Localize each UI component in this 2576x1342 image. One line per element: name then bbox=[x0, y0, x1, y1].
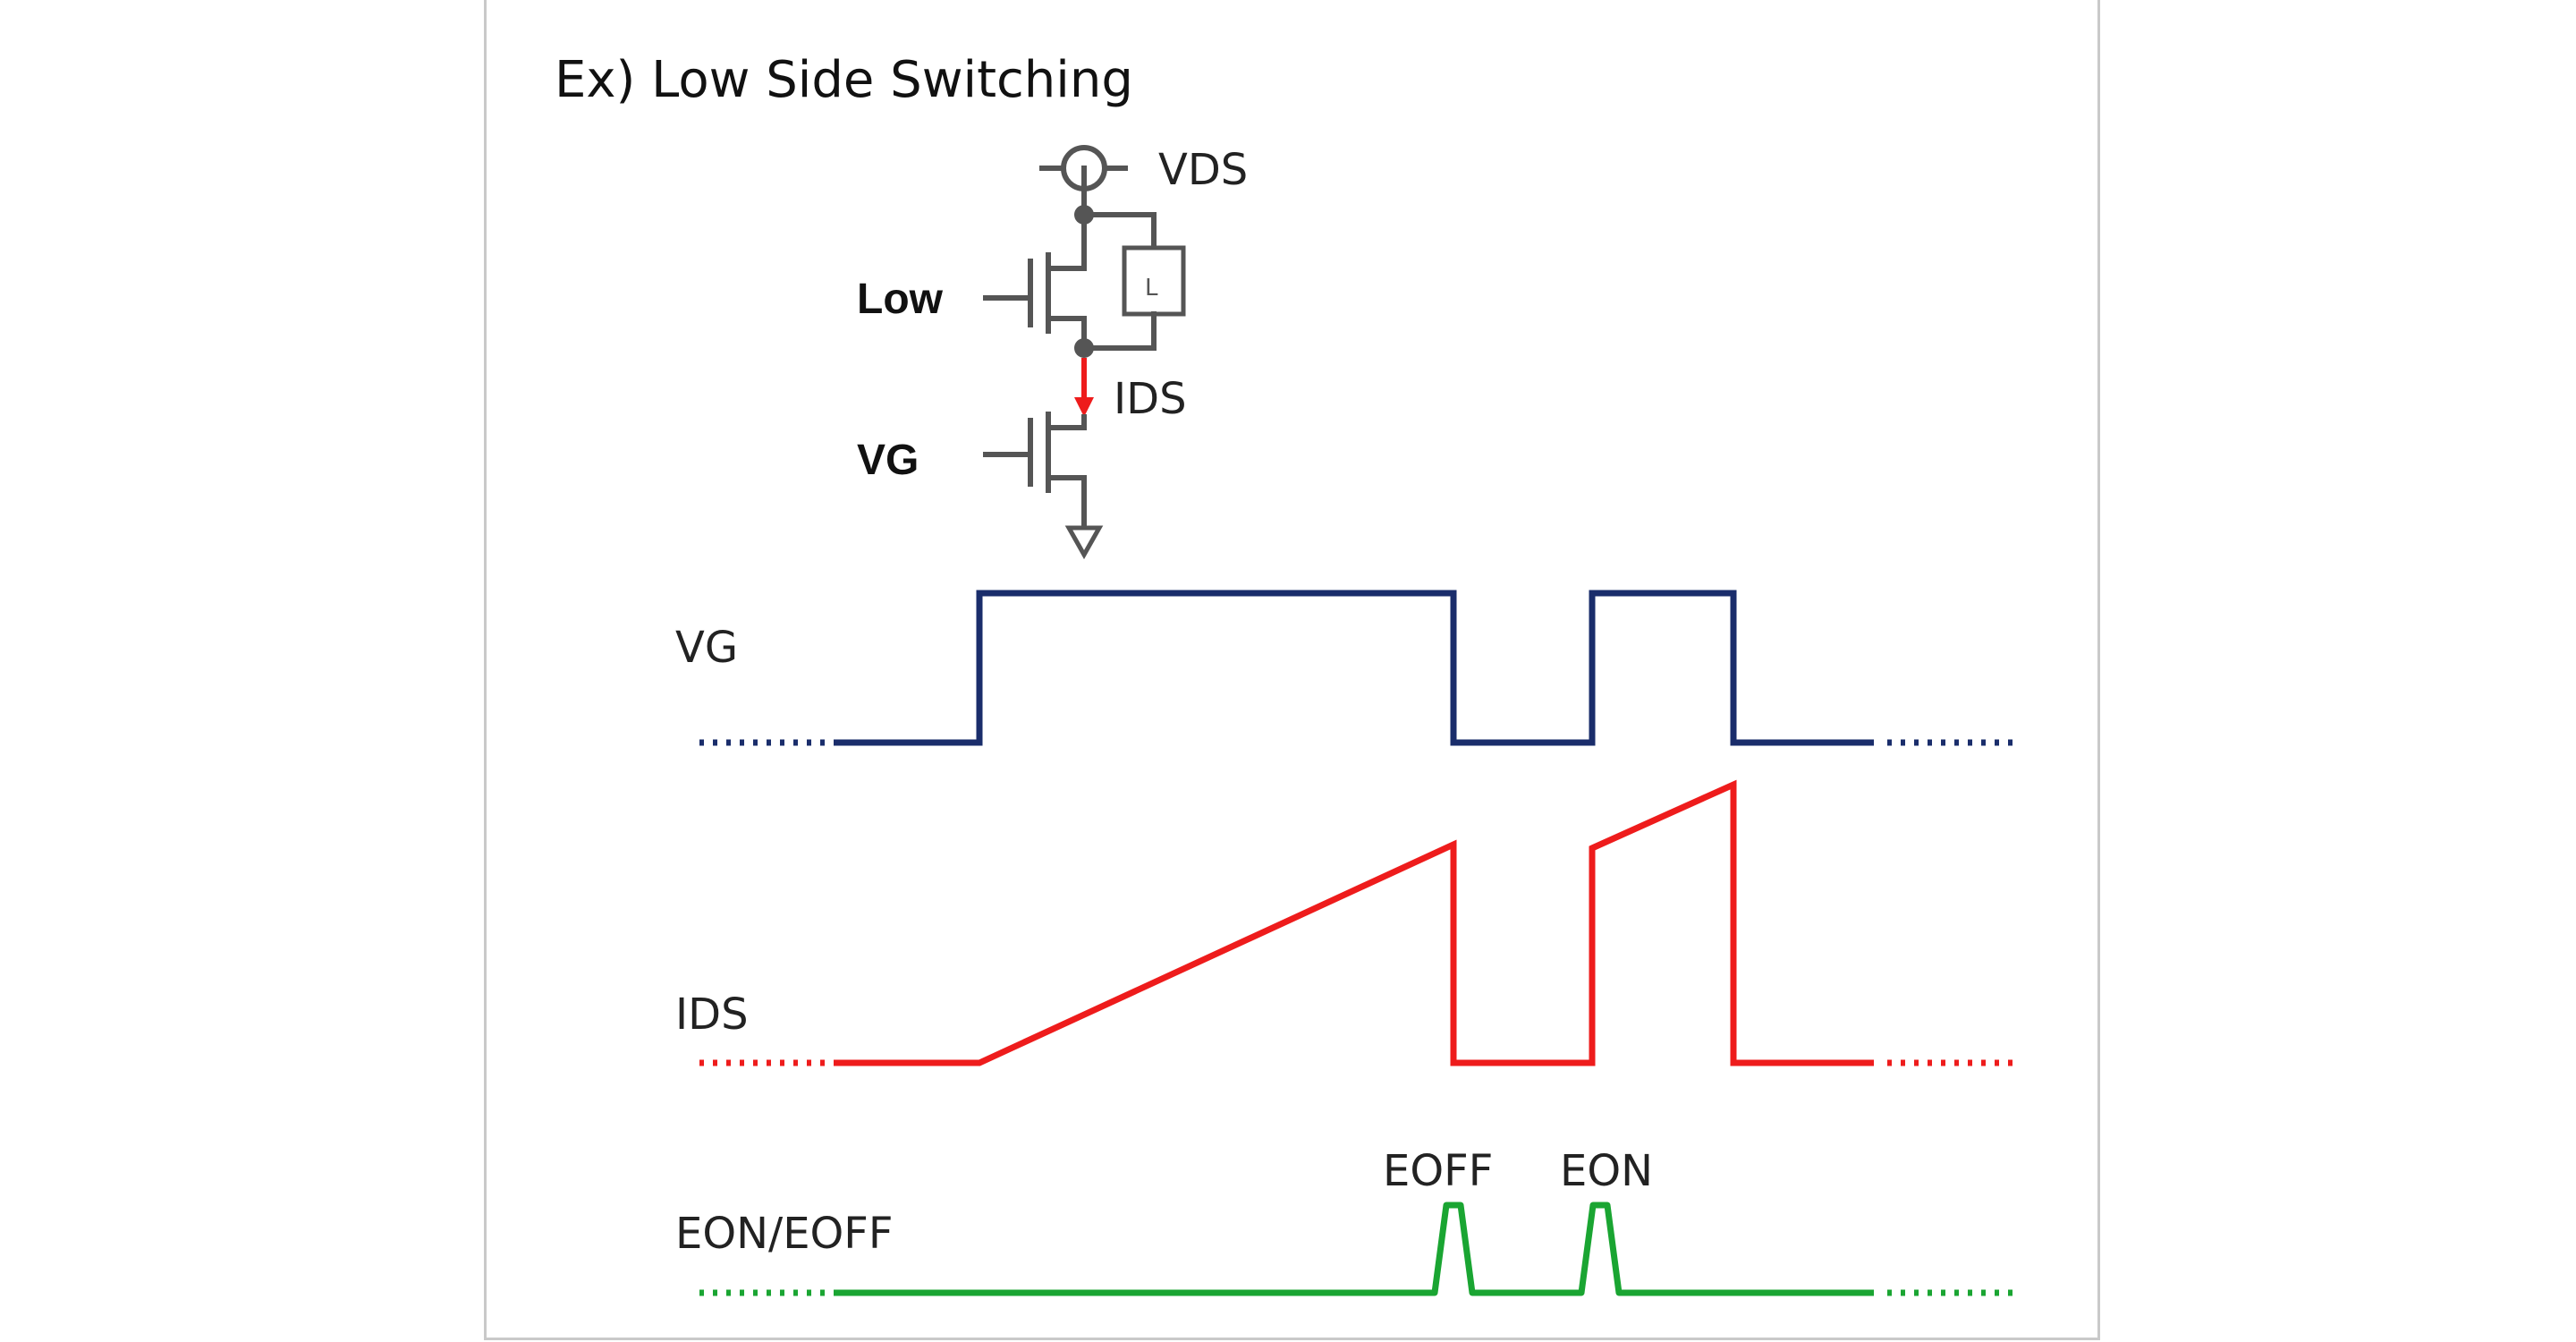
ids-current-arrow bbox=[1074, 358, 1094, 417]
ids-circuit-label: IDS bbox=[1114, 374, 1187, 424]
inductor-box bbox=[1122, 245, 1186, 317]
eoff-label: EOFF bbox=[1383, 1146, 1493, 1196]
lower-transistor bbox=[983, 412, 1087, 531]
inductor-label: L bbox=[1145, 275, 1158, 302]
diagram-frame bbox=[484, 0, 2100, 1340]
energy-waveform bbox=[699, 1202, 2017, 1296]
energy-waveform-label: EON/EOFF bbox=[675, 1209, 894, 1259]
mid-node-dot bbox=[1074, 338, 1094, 358]
circuit-schematic: VDS L Low bbox=[857, 145, 1248, 560]
high-gate-label: Low bbox=[857, 276, 944, 323]
eon-label: EON bbox=[1560, 1146, 1653, 1196]
vds-label: VDS bbox=[1158, 145, 1248, 195]
ids-waveform-label: IDS bbox=[675, 990, 749, 1040]
vg-waveform bbox=[699, 590, 2017, 746]
low-gate-label: VG bbox=[857, 437, 919, 484]
vg-waveform-label: VG bbox=[675, 623, 738, 673]
ground-icon bbox=[1064, 525, 1104, 560]
ids-waveform bbox=[699, 779, 2017, 1066]
upper-transistor bbox=[983, 212, 1087, 351]
vds-supply-symbol bbox=[1039, 145, 1128, 217]
diagram-title: Ex) Low Side Switching bbox=[555, 51, 1133, 109]
